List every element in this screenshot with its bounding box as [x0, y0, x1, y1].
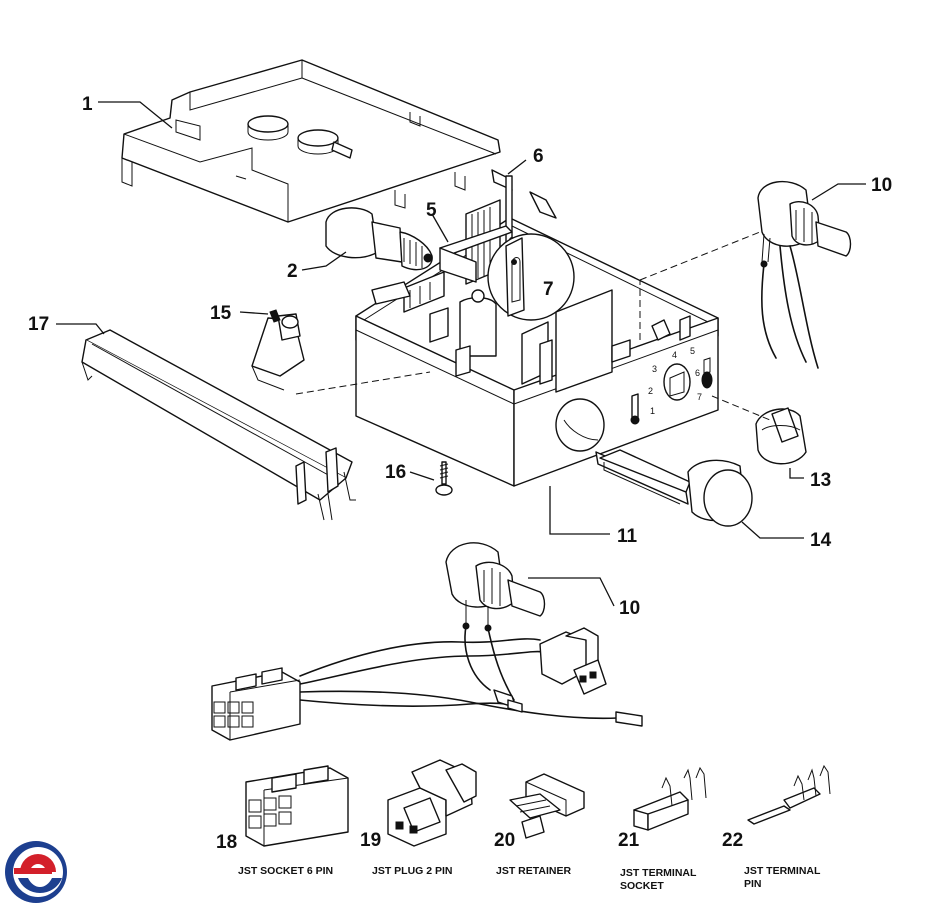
callout-18: 18 — [216, 832, 237, 853]
alignment-lines — [295, 231, 771, 421]
dial-mark-2: 2 — [648, 386, 653, 396]
callout-13: 13 — [810, 470, 831, 491]
callout-14: 14 — [810, 530, 832, 551]
callout-20: 20 — [494, 830, 515, 851]
part-22-jst-terminal-pin — [747, 764, 831, 825]
callout-21: 21 — [618, 830, 640, 851]
part-13-knob — [755, 407, 807, 465]
part-10-potentiometer-upper — [757, 180, 852, 369]
callout-22: 22 — [722, 830, 743, 851]
part-15-bracket — [251, 309, 305, 391]
caption-jst-retainer: JST RETAINER — [496, 865, 571, 877]
callout-15: 15 — [210, 303, 232, 324]
caption-jst-terminal-pin-line2: PIN — [744, 878, 762, 890]
dial-mark-7: 7 — [697, 392, 702, 402]
leader-lines — [56, 101, 866, 607]
callout-5: 5 — [426, 200, 437, 221]
callout-2: 2 — [287, 261, 298, 282]
part-1-cover-plate — [121, 59, 501, 223]
company-logo-icon — [5, 841, 67, 903]
dial-mark-6: 6 — [695, 368, 700, 378]
part-18-jst-socket-6pin — [245, 765, 349, 847]
part-7-magnified-detail — [487, 233, 575, 321]
caption-jst-terminal-socket-line1: JST TERMINAL — [620, 867, 697, 879]
callout-10-upper: 10 — [871, 175, 892, 196]
callout-1: 1 — [82, 94, 93, 115]
part-captions: JST SOCKET 6 PIN JST PLUG 2 PIN JST RETA… — [238, 865, 821, 892]
part-19-jst-plug-2pin — [387, 759, 477, 847]
caption-jst-socket-6pin: JST SOCKET 6 PIN — [238, 865, 333, 877]
callout-10-lower: 10 — [619, 598, 640, 619]
dial-mark-5: 5 — [690, 346, 695, 356]
dial-marks: 1 2 3 4 5 6 7 — [648, 346, 702, 416]
callout-7: 7 — [543, 279, 554, 300]
part-14-lens-cap — [595, 449, 753, 527]
callout-11: 11 — [617, 526, 638, 547]
dial-mark-3: 3 — [652, 364, 657, 374]
callout-6: 6 — [533, 146, 544, 167]
dial-mark-4: 4 — [672, 350, 677, 360]
caption-jst-plug-2pin: JST PLUG 2 PIN — [372, 865, 453, 877]
part-2-lamp-holder — [325, 207, 433, 271]
dial-mark-1: 1 — [650, 406, 655, 416]
part-17-channel-rail — [81, 329, 356, 521]
callout-17: 17 — [28, 314, 49, 335]
callout-numbers: 1 2 5 6 7 10 11 13 14 15 16 17 10 18 19 … — [28, 94, 892, 853]
callout-19: 19 — [360, 830, 381, 851]
caption-jst-terminal-socket-line2: SOCKET — [620, 880, 664, 892]
callout-16: 16 — [385, 462, 406, 483]
part-20-jst-retainer — [509, 773, 585, 839]
part-5-6-spring-clip — [439, 169, 557, 283]
part-21-jst-terminal-socket — [633, 766, 707, 831]
part-10-potentiometer-harness — [211, 542, 643, 741]
caption-jst-terminal-pin-line1: JST TERMINAL — [744, 865, 821, 877]
part-16-screw — [435, 461, 453, 496]
